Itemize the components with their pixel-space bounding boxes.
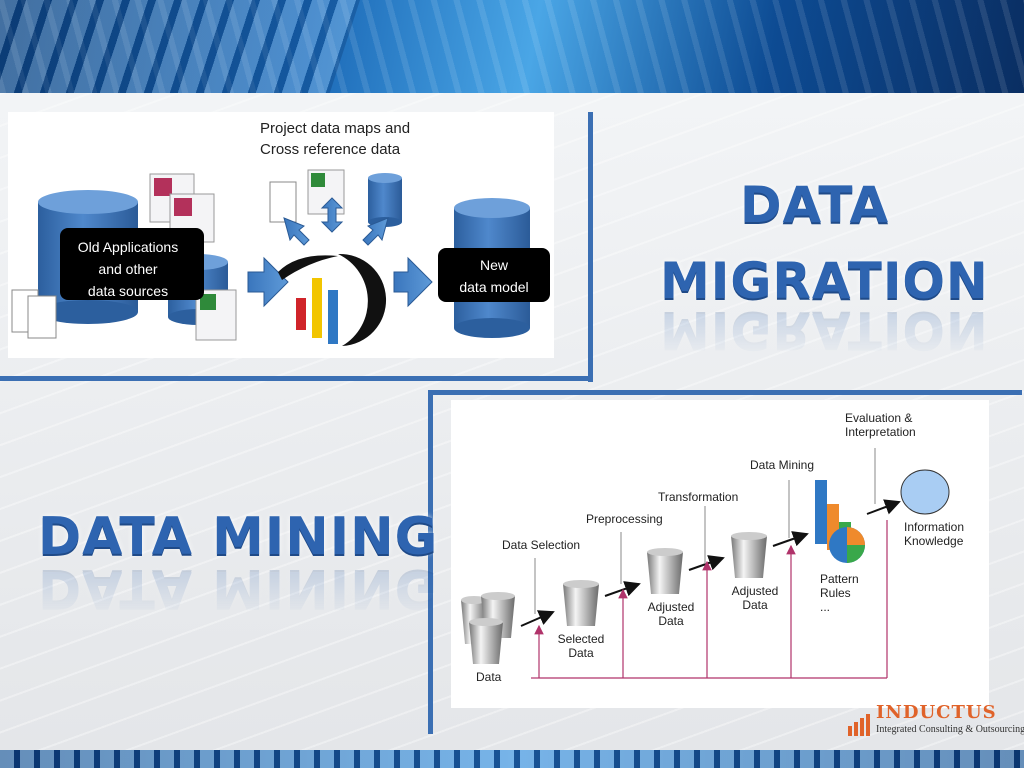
- mining-diagram: [461, 448, 950, 679]
- flow-arrow: [520, 610, 555, 627]
- arrow-right-icon: [247, 256, 289, 308]
- old-box-line2: and other: [98, 261, 158, 277]
- arrow-diagonal-icon: [362, 217, 389, 246]
- information-knowledge-circle: [900, 469, 950, 515]
- logo-bars-icon: [848, 714, 872, 736]
- info-line2: Knowledge: [904, 534, 964, 548]
- logo-tagline: Integrated Consulting & Outsourcing: [876, 724, 1024, 735]
- stage-preprocessing-label: Preprocessing: [586, 512, 663, 526]
- adjusted1-line1: Adjusted: [647, 600, 695, 614]
- arrow-diagonal-icon: [283, 217, 310, 246]
- stage-data-label: Data: [476, 670, 502, 684]
- raw-data-buckets: [461, 592, 515, 664]
- adjusted1-line2: Data: [658, 614, 684, 628]
- stage-transformation-label: Transformation: [658, 490, 739, 504]
- frame-line-migration-bottom: [0, 376, 593, 381]
- stage-info-label: Information Knowledge: [904, 520, 964, 548]
- stage-selection-label: Data Selection: [502, 538, 581, 552]
- new-data-model-box: [438, 248, 550, 302]
- stage-adjusted2-label: Adjusted Data: [724, 584, 786, 612]
- mining-title-reflection: DATA MINING: [38, 559, 439, 619]
- selected-line2: Data: [568, 646, 594, 660]
- selected-data-bucket: [563, 580, 599, 626]
- adjusted2-line2: Data: [742, 598, 768, 612]
- top-banner: [0, 0, 1024, 93]
- stage-data-mining-label: Data Mining: [750, 458, 815, 472]
- new-box-line1: New: [479, 257, 508, 273]
- flow-arrow: [688, 555, 725, 571]
- old-applications-box: [60, 228, 204, 300]
- maps-label-line2: Cross reference data: [260, 141, 401, 158]
- arrow-vertical-icon: [320, 197, 344, 233]
- notepad-icon: [11, 181, 297, 339]
- adjusted-data-bucket-1: [647, 548, 683, 594]
- pattern-line3: ...: [820, 600, 831, 614]
- migration-title-reflection: MIGRATION: [660, 302, 989, 360]
- flow-arrow: [866, 499, 901, 515]
- migration-tool-logo: [278, 253, 387, 346]
- migration-title-line2: MIGRATION: [660, 252, 989, 310]
- old-box-line1: Old Applications: [77, 239, 179, 255]
- frame-line-mining-top: [428, 390, 1022, 395]
- flow-arrow: [604, 581, 641, 597]
- stage-selected-label: Selected Data: [554, 632, 608, 660]
- selected-line1: Selected: [557, 632, 605, 646]
- stage-pattern-label: Pattern Rules ...: [820, 572, 859, 614]
- adjusted-data-bucket-2: [731, 532, 767, 578]
- new-data-model-text: New data model: [438, 254, 550, 298]
- migration-diagram: [11, 169, 550, 346]
- pattern-line2: Rules: [820, 586, 851, 600]
- adjusted2-line1: Adjusted: [731, 584, 779, 598]
- access-document-icon: [149, 173, 215, 243]
- info-line1: Information: [904, 520, 965, 534]
- stage-evaluation-label: Evaluation & Interpretation: [845, 411, 916, 439]
- migration-title-line1: DATA: [740, 176, 890, 234]
- logo-name: INDUCTUS: [876, 702, 997, 723]
- mining-title: DATA MINING: [38, 507, 439, 567]
- new-box-line2: data model: [459, 279, 529, 295]
- old-applications-text: Old Applications and other data sources: [60, 236, 196, 302]
- banner-pattern: [0, 0, 360, 93]
- maps-label-line1: Project data maps and: [260, 120, 411, 137]
- inductus-logo: INDUCTUS Integrated Consulting & Outsour…: [848, 702, 1024, 740]
- evaluation-line2: Interpretation: [845, 425, 916, 439]
- bottom-banner: [0, 750, 1024, 768]
- evaluation-line1: Evaluation &: [845, 411, 913, 425]
- pattern-line1: Pattern: [820, 572, 859, 586]
- arrow-right-icon: [393, 256, 433, 308]
- frame-line-mining-left: [428, 390, 433, 734]
- migration-diagram-panel: [8, 112, 554, 358]
- flow-arrow: [772, 531, 809, 547]
- frame-line-migration-right: [588, 112, 593, 382]
- pattern-chart-icon: [815, 480, 865, 563]
- mining-diagram-panel: [451, 400, 989, 708]
- old-box-line3: data sources: [87, 283, 169, 299]
- stage-adjusted1-label: Adjusted Data: [640, 600, 702, 628]
